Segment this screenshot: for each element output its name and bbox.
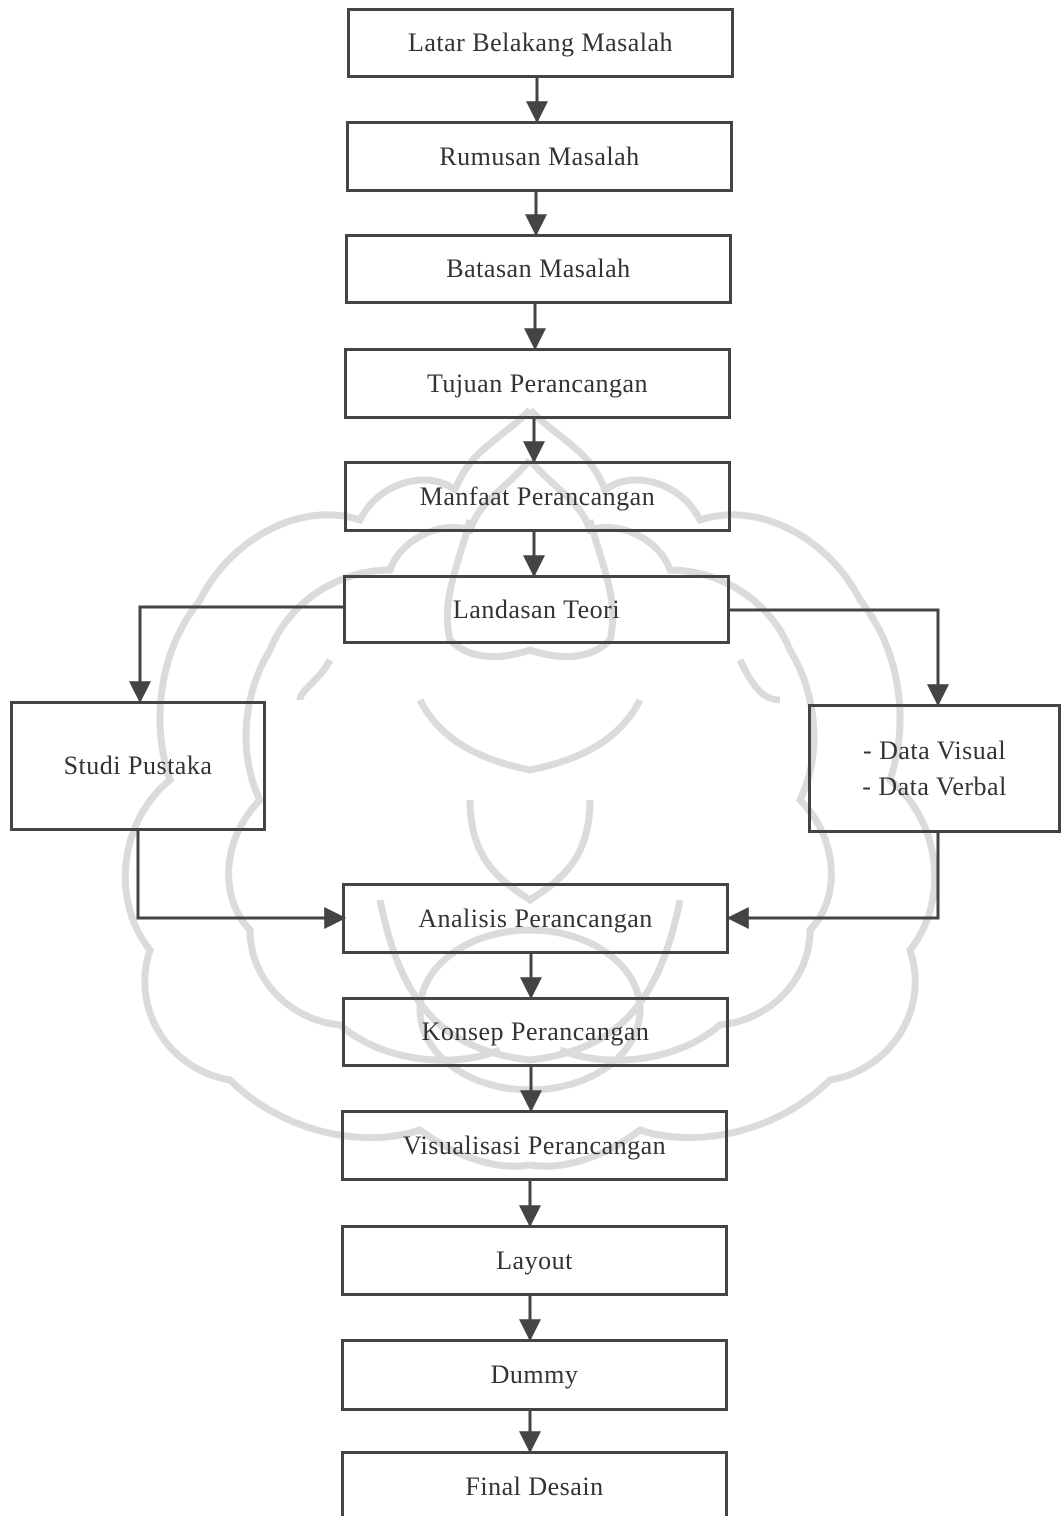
node-rumusan-masalah: Rumusan Masalah xyxy=(346,121,733,192)
node-label: Layout xyxy=(496,1245,573,1275)
edge-landasan-studi xyxy=(129,605,345,704)
node-visualisasi-perancangan: Visualisasi Perancangan xyxy=(341,1110,728,1181)
node-label: Analisis Perancangan xyxy=(418,903,653,933)
node-layout: Layout xyxy=(341,1225,728,1296)
node-label: Rumusan Masalah xyxy=(439,141,640,171)
node-manfaat-perancangan: Manfaat Perancangan xyxy=(344,461,731,532)
node-analisis-perancangan: Analisis Perancangan xyxy=(342,883,729,954)
node-latar-belakang-masalah: Latar Belakang Masalah xyxy=(347,8,734,78)
node-label: Tujuan Perancangan xyxy=(426,368,649,398)
node-landasan-teori: Landasan Teori xyxy=(343,575,730,644)
node-label: Studi Pustaka xyxy=(63,751,213,780)
node-label: Dummy xyxy=(490,1360,579,1389)
node-label: Landasan Teori xyxy=(452,594,621,624)
node-label: Manfaat Perancangan xyxy=(419,481,656,511)
edge-landasan-data xyxy=(730,608,949,707)
node-data-visual-verbal: - Data Visual - Data Verbal xyxy=(808,704,1061,833)
edge-studi-analisis xyxy=(136,830,347,929)
node-batasan-masalah: Batasan Masalah xyxy=(345,234,732,304)
node-konsep-perancangan: Konsep Perancangan xyxy=(342,997,729,1067)
node-label: Konsep Perancangan xyxy=(421,1017,650,1046)
node-label: Visualisasi Perancangan xyxy=(402,1130,667,1160)
node-studi-pustaka: Studi Pustaka xyxy=(10,701,266,831)
node-label-data-visual: - Data Visual xyxy=(862,735,1007,765)
node-label-data-verbal: - Data Verbal xyxy=(862,771,1007,801)
node-dummy: Dummy xyxy=(341,1339,728,1411)
node-final-desain: Final Desain xyxy=(341,1451,728,1516)
edge-data-analisis xyxy=(726,832,940,929)
node-label: Final Desain xyxy=(465,1472,604,1501)
node-label: Batasan Masalah xyxy=(446,254,631,283)
node-label: Latar Belakang Masalah xyxy=(407,28,674,57)
node-tujuan-perancangan: Tujuan Perancangan xyxy=(344,348,731,419)
